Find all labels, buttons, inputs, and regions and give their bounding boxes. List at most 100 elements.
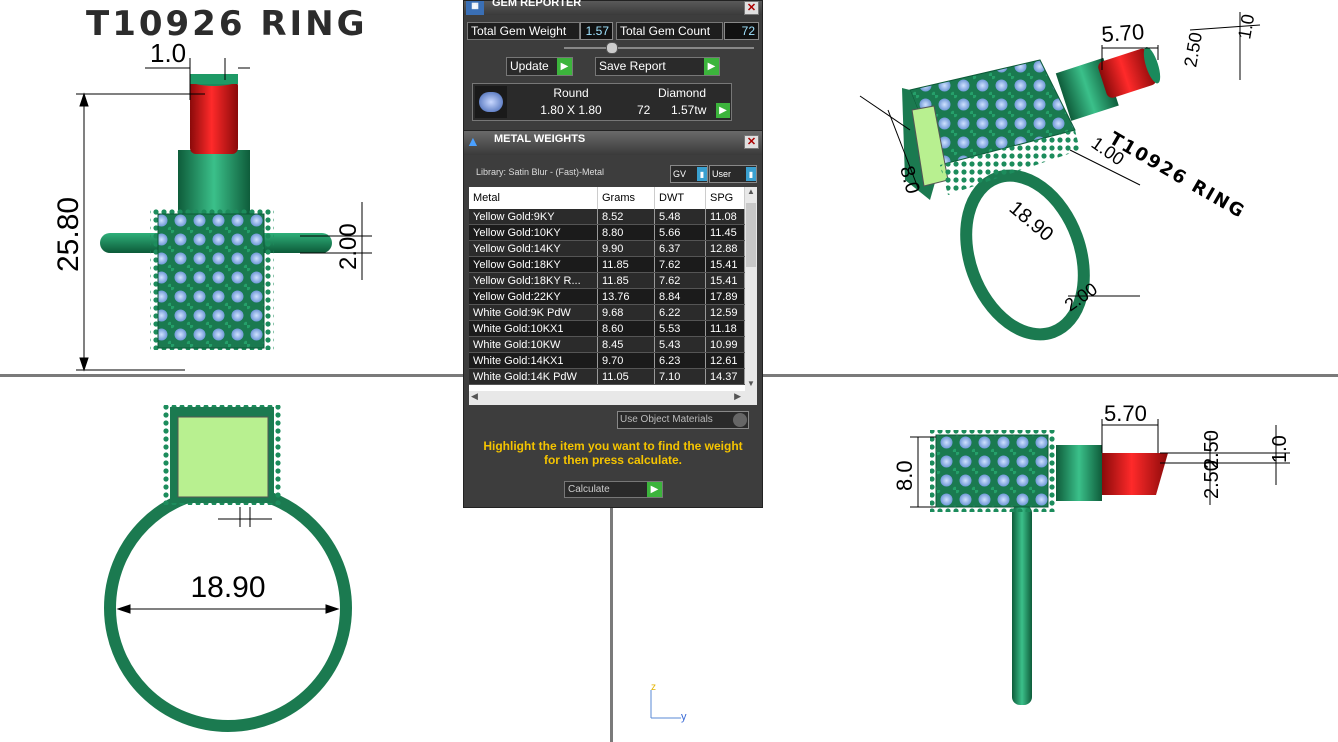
side-view[interactable]: 5.70 8.0 2.50 1.0 2.50 (880, 395, 1320, 715)
metal-table-header: Metal Grams DWT SPG (469, 187, 745, 209)
col-dwt[interactable]: DWT (654, 187, 706, 209)
gem-count: 72 (637, 103, 651, 117)
scroll-right-icon[interactable]: ▶ (734, 391, 741, 401)
scroll-left-icon[interactable]: ◀ (471, 391, 478, 401)
axis-y: y (681, 711, 687, 723)
metal-name: Yellow Gold:9KY (469, 209, 598, 225)
user-dropdown-label: User (712, 169, 732, 179)
side-dim-t: 1.0 (1269, 435, 1291, 463)
metal-grams: 8.60 (597, 320, 655, 337)
metal-spg: 11.45 (705, 224, 745, 241)
gem-reporter-slider[interactable] (564, 42, 754, 54)
vertical-scrollbar[interactable]: ▲ ▼ (745, 187, 757, 391)
metal-name: White Gold:14K PdW (469, 368, 598, 385)
metal-spg: 12.59 (705, 304, 745, 321)
horizontal-scrollbar[interactable]: ◀ ▶ (469, 391, 757, 405)
metal-name: White Gold:10KW (469, 336, 598, 353)
metal-spg: 11.08 (705, 209, 745, 225)
save-report-button[interactable]: Save Report▶ (595, 57, 720, 76)
gem-reporter-icon: ▦ (466, 1, 484, 15)
use-object-materials-icon (733, 413, 747, 427)
metal-name: Yellow Gold:14KY (469, 240, 598, 257)
col-spg[interactable]: SPG (705, 187, 745, 209)
top-dim-ring: 18.90 (190, 571, 265, 604)
metal-grams: 9.68 (597, 304, 655, 321)
metal-spg: 12.88 (705, 240, 745, 257)
metal-name: Yellow Gold:18KY (469, 256, 598, 273)
metal-spg: 14.37 (705, 368, 745, 385)
metal-name: White Gold:9K PdW (469, 304, 598, 321)
metal-grams: 8.80 (597, 224, 655, 241)
gem-row[interactable]: Round 1.80 X 1.80 Diamond 72 1.57tw ▶ (472, 83, 732, 121)
update-button[interactable]: Update▶ (506, 57, 573, 76)
iso-dim-w: 2.50 (1180, 31, 1206, 69)
calculate-arrow-icon: ▶ (647, 482, 662, 497)
metal-spg: 15.41 (705, 272, 745, 289)
iso-label: T10926 RING (1106, 128, 1250, 223)
gem-material: Diamond (657, 86, 707, 100)
calculate-label: Calculate (568, 484, 610, 495)
front-view[interactable]: 1.0 25.80 2.00 (0, 40, 420, 375)
metal-weights-close-button[interactable]: ✕ (744, 135, 759, 149)
side-dim-len: 5.70 (1104, 401, 1147, 426)
metal-weights-title: METAL WEIGHTS (494, 133, 586, 145)
metal-spg: 17.89 (705, 288, 745, 305)
user-dropdown[interactable]: User▮ (709, 165, 757, 183)
save-report-arrow-icon: ▶ (704, 58, 719, 75)
gem-weight: 1.57tw (671, 103, 707, 117)
iso-view[interactable]: 5.70 2.50 1.0 8.0 1.00 18.90 2.00 T10926… (840, 0, 1338, 372)
metal-name: White Gold:10KX1 (469, 320, 598, 337)
top-view[interactable]: 18.90 (90, 395, 370, 740)
total-gem-weight-label: Total Gem Weight (467, 22, 580, 40)
gv-dropdown-label: GV (673, 169, 687, 179)
iso-dim-t: 1.0 (1234, 13, 1258, 41)
metal-grams: 11.85 (597, 256, 655, 273)
metal-grams: 9.70 (597, 352, 655, 369)
col-grams[interactable]: Grams (597, 187, 655, 209)
metal-dwt: 5.66 (654, 224, 706, 241)
metal-weights-panel: ▲ METAL WEIGHTS ✕ Library: Satin Blur - … (463, 130, 763, 508)
gv-dropdown[interactable]: GV ▮ (670, 165, 708, 183)
metal-name: Yellow Gold:18KY R... (469, 272, 598, 289)
scroll-up-icon[interactable]: ▲ (747, 187, 755, 196)
slider-knob[interactable] (606, 42, 618, 54)
metal-dwt: 6.23 (654, 352, 706, 369)
side-dim-w2: 2.50 (1201, 460, 1223, 499)
metal-grams: 8.52 (597, 209, 655, 225)
gv-dropdown-arrow-icon: ▮ (697, 167, 707, 181)
col-metal[interactable]: Metal (469, 187, 598, 209)
use-object-materials-dropdown[interactable]: Use Object Materials (617, 411, 749, 429)
library-label: Library: Satin Blur - (Fast)-Metal (476, 167, 605, 177)
update-label: Update (510, 59, 549, 73)
front-dim-height: 25.80 (52, 197, 85, 272)
axis-indicator: z y (650, 682, 687, 723)
scroll-down-icon[interactable]: ▼ (747, 379, 755, 388)
metal-grams: 11.05 (597, 368, 655, 385)
gem-row-arrow-icon[interactable]: ▶ (716, 103, 730, 118)
gem-thumbnail (475, 86, 507, 118)
gem-reporter-titlebar: ▦ GEM REPORTER ✕ (464, 0, 762, 15)
gem-reporter-close-button[interactable]: ✕ (744, 1, 759, 15)
metal-dwt: 7.10 (654, 368, 706, 385)
metal-name: Yellow Gold:22KY (469, 288, 598, 305)
instruction-text: Highlight the item you want to find the … (483, 439, 743, 467)
metal-grams: 13.76 (597, 288, 655, 305)
metal-grams: 8.45 (597, 336, 655, 353)
scroll-thumb[interactable] (746, 203, 756, 267)
metal-dwt: 6.22 (654, 304, 706, 321)
calculate-button[interactable]: Calculate ▶ (564, 481, 663, 498)
metal-dwt: 7.62 (654, 256, 706, 273)
